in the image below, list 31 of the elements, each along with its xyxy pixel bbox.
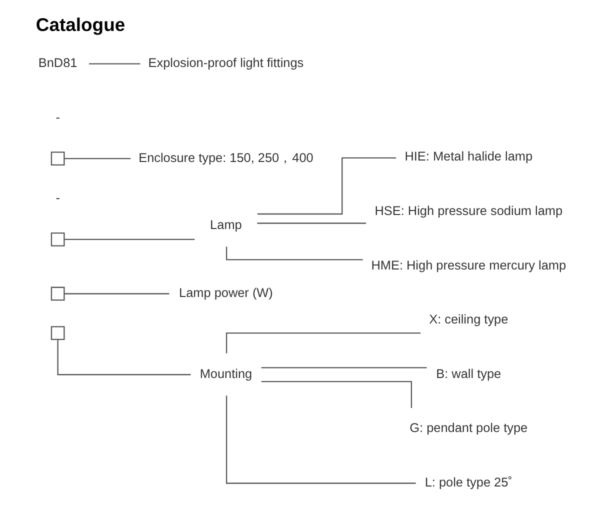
node-text: HSE: High pressure sodium lamp	[374, 202, 562, 218]
connector	[256, 222, 366, 224]
node-text: Mounting	[199, 366, 252, 381]
connector	[64, 158, 130, 160]
node-text: Lamp	[210, 216, 242, 232]
node-text: HIE: Metal halide lamp	[404, 148, 532, 164]
connector	[64, 238, 194, 240]
connector	[260, 367, 426, 368]
node-text: Lamp power (W)	[178, 284, 272, 300]
node-box	[50, 286, 64, 301]
node-text: G: pendant pole type	[409, 420, 528, 436]
label: -	[55, 109, 60, 124]
node-box	[50, 232, 64, 246]
connector	[260, 381, 412, 408]
connector	[56, 340, 190, 376]
node-text: B: wall type	[436, 366, 501, 381]
connector	[64, 293, 169, 294]
diagram-title: Catalogue	[35, 14, 125, 36]
node-text: Explosion-proof light fittings	[148, 55, 304, 70]
connector	[225, 332, 420, 354]
connector	[88, 63, 140, 64]
node-text: L: pole type 25˚	[424, 474, 512, 490]
node-text: X: ceiling type	[428, 312, 508, 327]
node-box	[50, 152, 64, 166]
node-box	[50, 326, 64, 340]
node-text: BnD81	[38, 55, 77, 70]
connector	[225, 396, 416, 484]
connector	[256, 157, 396, 215]
node-text: HME: High pressure mercury lamp	[370, 257, 566, 272]
node-text: Enclosure type: 150, 250，400	[138, 150, 313, 165]
label: -	[55, 190, 60, 206]
